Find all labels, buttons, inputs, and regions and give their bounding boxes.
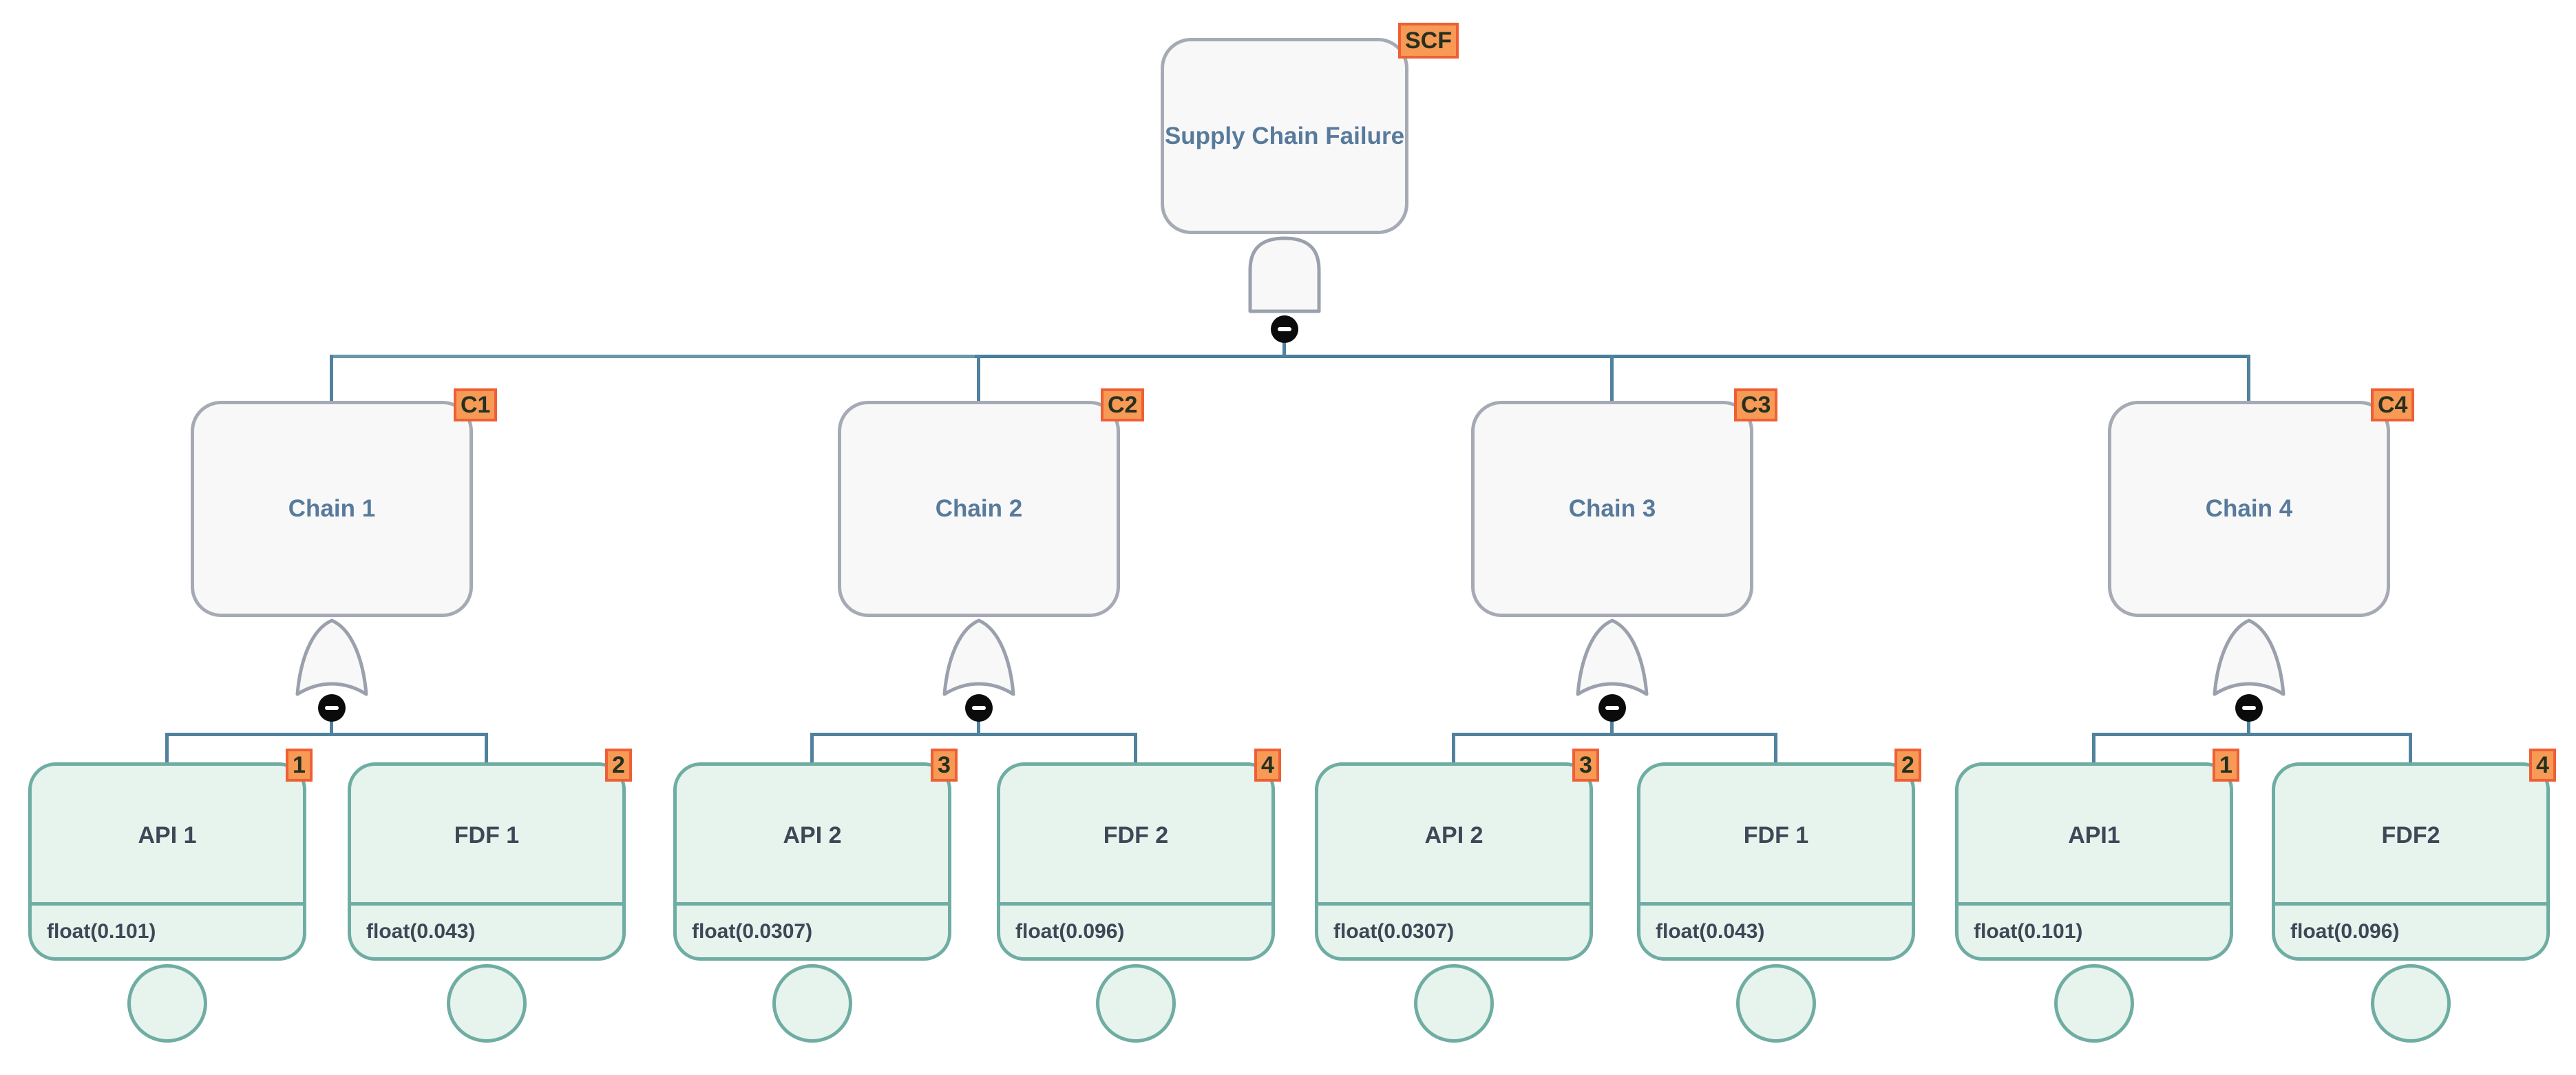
basic-event-label: FDF 2 xyxy=(1103,822,1169,848)
basic-event-label: API 1 xyxy=(138,822,197,848)
basic-event-node[interactable]: FDF 1 float(0.043) xyxy=(1637,762,1915,961)
basic-event-label: FDF 1 xyxy=(1743,822,1809,848)
basic-event-node[interactable]: API 2 float(0.0307) xyxy=(1315,762,1593,961)
chain-node-label: Chain 3 xyxy=(1568,495,1656,522)
basic-event-circle-icon xyxy=(127,964,207,1043)
connector-line xyxy=(330,355,977,358)
basic-event-badge: 3 xyxy=(931,749,958,782)
basic-event-circle-icon xyxy=(447,964,527,1043)
chain-node[interactable]: Chain 3 xyxy=(1471,401,1753,617)
basic-event-node[interactable]: FDF 2 float(0.096) xyxy=(997,762,1275,961)
basic-event-badge: 3 xyxy=(1572,749,1599,782)
chain-node-badge: C1 xyxy=(454,388,498,421)
connector-line xyxy=(2094,733,2411,736)
connector-line xyxy=(977,355,980,403)
basic-event-value: float(0.096) xyxy=(2275,902,2546,957)
chain-node[interactable]: Chain 1 xyxy=(191,401,473,617)
basic-event-badge: 2 xyxy=(605,749,632,782)
connector-line xyxy=(1134,733,1137,764)
basic-event-circle-icon xyxy=(2054,964,2134,1043)
connector-line xyxy=(810,733,814,764)
basic-event-value: float(0.101) xyxy=(32,902,303,957)
connector-line xyxy=(330,719,333,734)
connector-line xyxy=(485,733,488,764)
basic-event-node[interactable]: API 1 float(0.101) xyxy=(28,762,306,961)
collapse-toggle[interactable] xyxy=(2235,694,2263,722)
chain-node-label: Chain 2 xyxy=(935,495,1023,522)
connector-line xyxy=(2409,733,2412,764)
connector-line xyxy=(2247,355,2250,403)
basic-event-badge: 4 xyxy=(2529,749,2556,782)
basic-event-value: float(0.043) xyxy=(351,902,622,957)
basic-event-node[interactable]: FDF 1 float(0.043) xyxy=(348,762,626,961)
connector-line xyxy=(977,719,980,734)
basic-event-circle-icon xyxy=(772,964,852,1043)
basic-event-label: FDF2 xyxy=(2381,822,2440,848)
collapse-toggle[interactable] xyxy=(965,694,993,722)
top-event-node[interactable]: Supply Chain Failure xyxy=(1161,38,1408,234)
basic-event-value: float(0.101) xyxy=(1959,902,2230,957)
basic-event-badge: 2 xyxy=(1894,749,1921,782)
connector-line xyxy=(167,733,487,736)
collapse-toggle[interactable] xyxy=(1598,694,1626,722)
basic-event-node[interactable]: API 2 float(0.0307) xyxy=(673,762,951,961)
or-gate-icon xyxy=(1576,618,1649,696)
connector-line xyxy=(1452,733,1455,764)
connector-line xyxy=(2247,719,2250,734)
chain-node-badge: C4 xyxy=(2371,388,2415,421)
basic-event-label: API 2 xyxy=(783,822,842,848)
top-event-badge: SCF xyxy=(1398,23,1459,59)
basic-event-label: FDF 1 xyxy=(454,822,520,848)
basic-event-circle-icon xyxy=(1736,964,1816,1043)
chain-node-badge: C2 xyxy=(1101,388,1145,421)
basic-event-circle-icon xyxy=(1414,964,1494,1043)
connector-line xyxy=(1610,719,1614,734)
basic-event-value: float(0.096) xyxy=(1000,902,1271,957)
chain-node[interactable]: Chain 2 xyxy=(838,401,1120,617)
basic-event-label: API1 xyxy=(2068,822,2120,848)
connector-line xyxy=(1610,355,1614,403)
basic-event-badge: 1 xyxy=(2213,749,2239,782)
basic-event-circle-icon xyxy=(1096,964,1176,1043)
top-event-label: Supply Chain Failure xyxy=(1164,122,1405,149)
chain-node-badge: C3 xyxy=(1734,388,1778,421)
chain-node-label: Chain 4 xyxy=(2205,495,2293,522)
connector-line xyxy=(812,733,1136,736)
or-gate-icon xyxy=(2213,618,2285,696)
basic-event-value: float(0.043) xyxy=(1640,902,1912,957)
basic-event-value: float(0.0307) xyxy=(1318,902,1590,957)
connector-line xyxy=(1774,733,1777,764)
basic-event-badge: 1 xyxy=(286,749,313,782)
basic-event-circle-icon xyxy=(2371,964,2451,1043)
collapse-toggle[interactable] xyxy=(1271,315,1298,343)
or-gate-icon xyxy=(295,618,368,696)
connector-line xyxy=(330,355,333,403)
connector-line xyxy=(1454,733,1776,736)
basic-event-node[interactable]: FDF2 float(0.096) xyxy=(2272,762,2550,961)
or-gate-icon xyxy=(942,618,1015,696)
basic-event-value: float(0.0307) xyxy=(677,902,948,957)
collapse-toggle[interactable] xyxy=(318,694,346,722)
and-gate-icon xyxy=(1248,236,1321,313)
basic-event-label: API 2 xyxy=(1424,822,1484,848)
chain-node[interactable]: Chain 4 xyxy=(2108,401,2390,617)
basic-event-badge: 4 xyxy=(1254,749,1281,782)
connector-line xyxy=(2092,733,2095,764)
connector-line xyxy=(1282,340,1286,357)
basic-event-node[interactable]: API1 float(0.101) xyxy=(1955,762,2233,961)
connector-line xyxy=(165,733,169,764)
chain-node-label: Chain 1 xyxy=(288,495,376,522)
